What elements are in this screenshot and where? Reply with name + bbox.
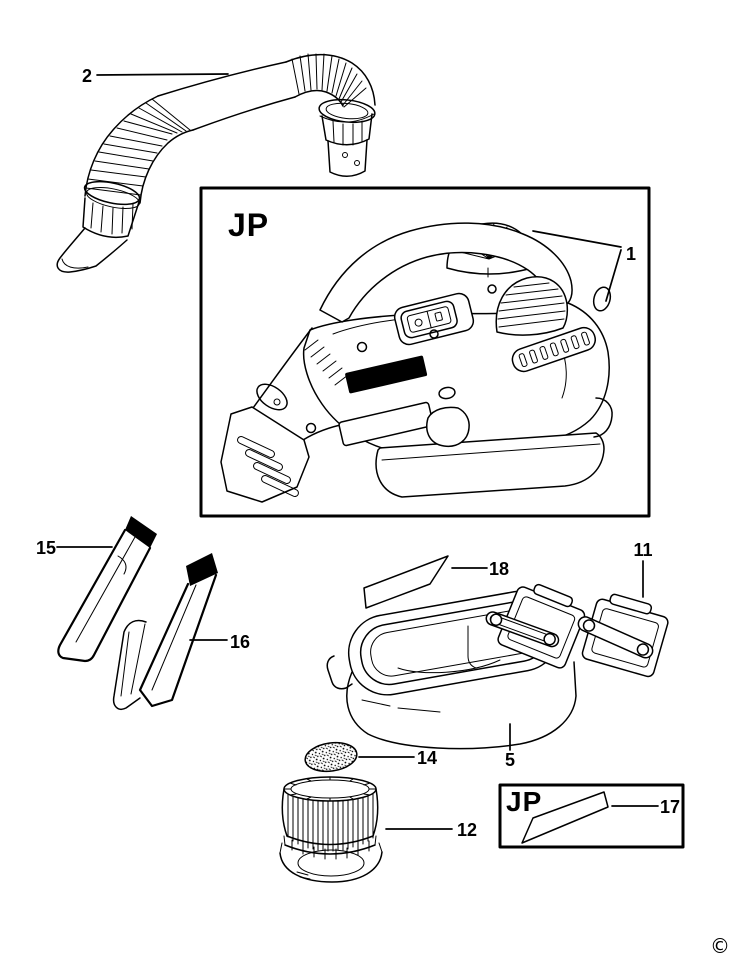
hose-assembly: 2 [56,53,376,273]
callout-label-12: 12 [457,820,477,840]
jp-box-border [199,186,651,518]
callout-upper-label: 18 [451,559,509,579]
callout-label-15: 15 [36,538,56,558]
callout-label-17: 17 [660,797,680,817]
main-unit-box: JP [199,186,651,518]
callout-inset-label: 17 [611,797,680,817]
callout-label-18: 18 [489,559,509,579]
callout-label-5: 5 [505,750,515,770]
callout-label-11: 11 [633,540,652,560]
callout-label-2: 2 [82,66,92,86]
callout-pre-filter: 14 [358,748,437,768]
upper-label: 18 [363,555,509,609]
callout-bracket: 11 [633,540,653,598]
brush-tool: 16 [112,553,250,710]
power-switch [393,292,475,346]
callout-crevice-tool: 15 [36,538,113,558]
callout-label-16: 16 [230,632,250,652]
jp-region-label: JP [228,207,269,243]
callout-hose: 2 [82,66,229,86]
callout-brush-tool: 16 [189,632,250,652]
callout-label-14: 14 [417,748,437,768]
inset-label-shape [521,791,609,844]
copyright-symbol: © [710,934,730,958]
callout-filter: 12 [385,820,477,840]
callout-main-unit: 1 [532,230,636,302]
inset-label-box: JP 17 [498,783,685,849]
jp-inset-region-label: JP [506,786,542,817]
vacuum-unit-drawing [220,222,613,503]
callout-dust-bowl: 5 [505,723,515,770]
pleated-filter: 12 [279,776,477,883]
callout-label-1: 1 [626,244,636,264]
pre-filter: 14 [304,741,437,773]
bracket-assembly: 11 [485,540,669,678]
jp-inset-box-border [498,783,685,849]
crevice-tool: 15 [36,516,157,663]
